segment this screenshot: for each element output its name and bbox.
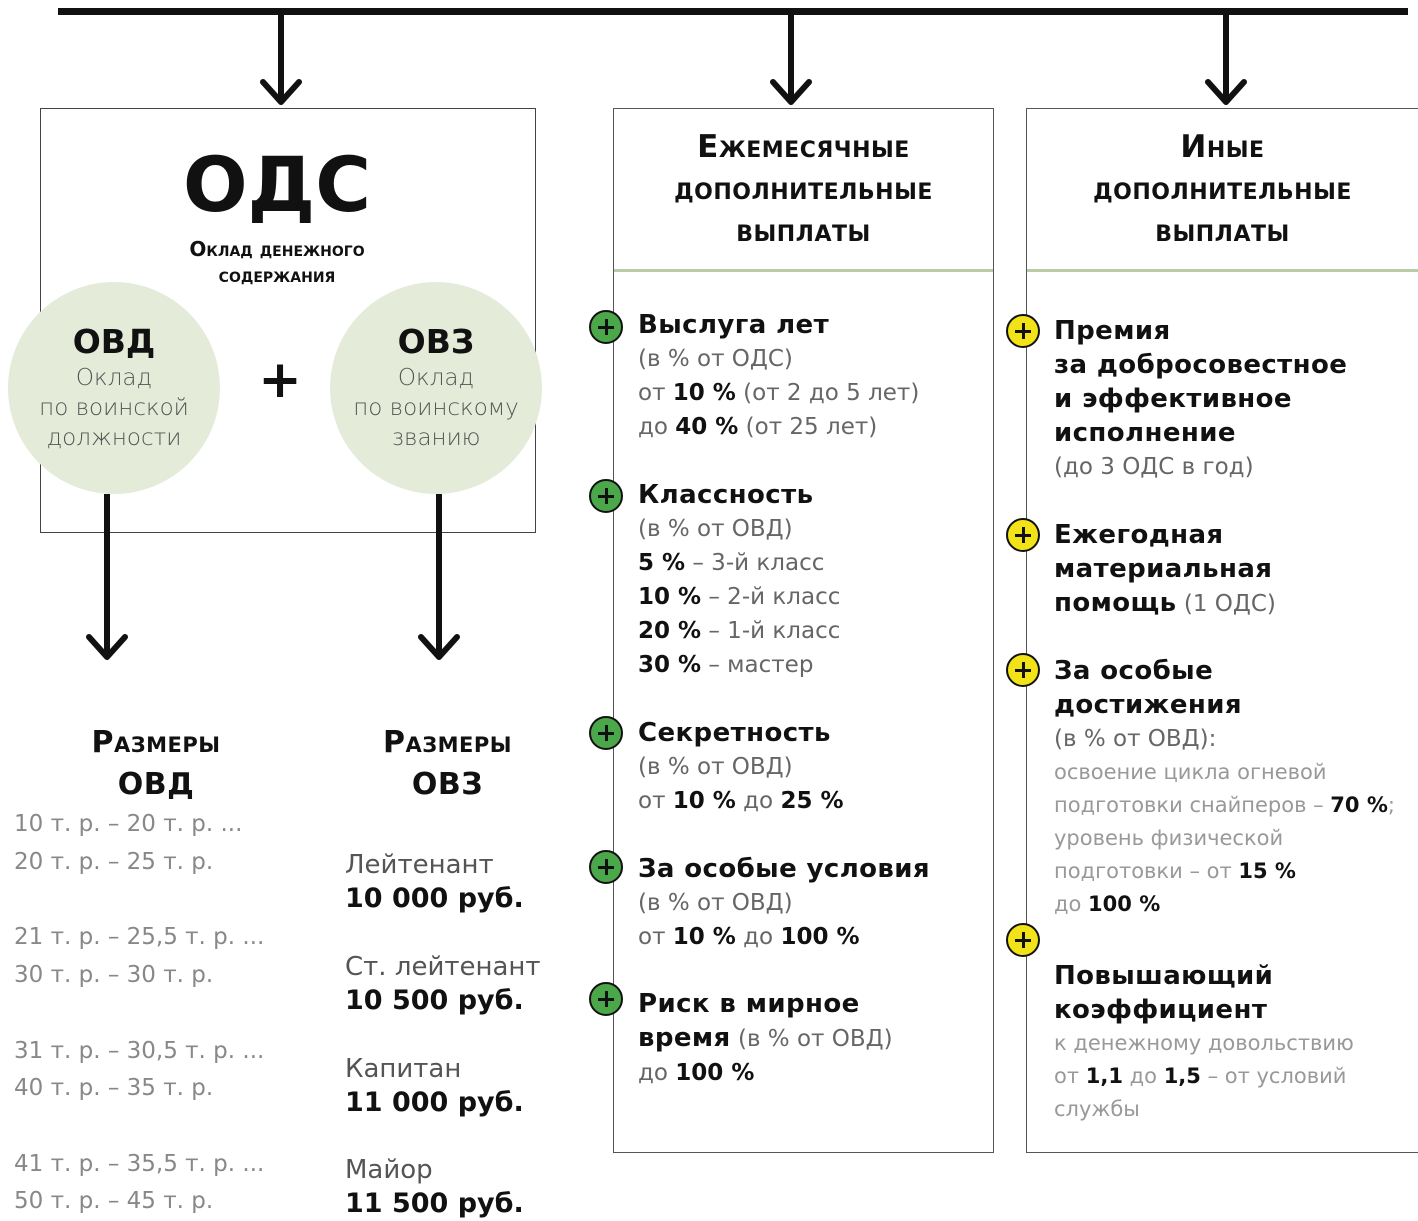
ods-title: ОДС	[182, 140, 372, 229]
rank-pay: 10 000 руб.	[345, 883, 524, 914]
rank-item: Капитан 11 000 руб.	[345, 1052, 524, 1120]
ovd-size-row: 40 т. р. – 35 т. р.	[14, 1075, 214, 1101]
ovd-line1: Оклад	[75, 365, 153, 391]
monthly-item-risk: Риск в мирное время (в % от ОВД) до 100 …	[638, 989, 893, 1086]
ovd-size-row: 10 т. р. – 20 т. р. ...	[14, 811, 243, 837]
ods-subtitle-line2: содержания	[218, 263, 336, 287]
ovd-title: ОВД	[72, 322, 156, 361]
plus-green-icon	[589, 479, 623, 513]
plus-yellow-icon	[1006, 653, 1040, 687]
rank-pay: 11 500 руб.	[345, 1188, 524, 1219]
monthly-item-special-conditions: За особые условия (в % от ОВД) от 10 % д…	[638, 854, 930, 950]
ovz-line2: по воинскому	[353, 395, 519, 421]
other-box: Иные дополнительные выплаты	[1026, 108, 1418, 1153]
plus-green-icon	[589, 982, 623, 1016]
plus-yellow-icon	[1006, 923, 1040, 957]
rank-name: Лейтенант	[345, 850, 494, 880]
ovz-line3: званию	[391, 425, 481, 451]
monthly-item-secrecy: Секретность (в % от ОВД) от 10 % до 25 %	[638, 718, 844, 814]
other-item-material-aid: Ежегодная материальная помощь (1 ОДС)	[1054, 520, 1276, 618]
rank-item: Майор 11 500 руб.	[345, 1153, 524, 1221]
plus-green-icon	[589, 716, 623, 750]
plus-green-icon	[589, 310, 623, 344]
ods-subtitle-line1: Оклад денежного	[189, 237, 365, 261]
plus-green-icon	[589, 850, 623, 884]
other-item-achievements: За особые достижения (в % от ОВД): освое…	[1054, 656, 1395, 916]
ovd-circle: ОВД Оклад по воинской должности	[8, 282, 220, 494]
connector-ods	[278, 12, 284, 98]
ovz-circle: ОВЗ Оклад по воинскому званию	[330, 282, 542, 494]
connector-ovz-down	[436, 494, 442, 654]
ovd-size-row: 50 т. р. – 45 т. р.	[14, 1188, 214, 1214]
connector-monthly	[788, 12, 794, 98]
sizes-ovd-heading: Размеры ОВД	[91, 725, 221, 802]
monthly-box: Ежемесячные дополнительные выплаты	[613, 108, 994, 1153]
rank-name: Майор	[345, 1155, 433, 1185]
rank-item: Лейтенант 10 000 руб.	[345, 848, 524, 916]
sizes-ovz-heading: Размеры ОВЗ	[382, 725, 513, 802]
ovz-title: ОВЗ	[397, 322, 475, 361]
ovd-size-row: 30 т. р. – 30 т. р.	[14, 962, 214, 988]
rank-name: Капитан	[345, 1054, 462, 1084]
ovd-size-row: 20 т. р. – 25 т. р.	[14, 849, 214, 875]
monthly-item-seniority: Выслуга лет (в % от ОДС) от 10 % (от 2 д…	[638, 310, 920, 440]
plus-sign: +	[258, 350, 302, 410]
ovd-line2: по воинской	[39, 395, 189, 421]
plus-yellow-icon	[1006, 314, 1040, 348]
other-item-bonus: Премия за добросовестное и эффективное и…	[1054, 316, 1348, 480]
rank-name: Ст. лейтенант	[345, 952, 541, 982]
ovd-size-row: 31 т. р. – 30,5 т. р. ...	[14, 1038, 265, 1064]
connector-other	[1223, 12, 1229, 98]
ovd-line3: должности	[46, 425, 182, 451]
monthly-item-class: Классность (в % от ОВД) 5 % – 3-й класс …	[638, 480, 841, 678]
top-connector-line	[58, 8, 1408, 15]
rank-item: Ст. лейтенант 10 500 руб.	[345, 950, 541, 1018]
other-heading: Иные дополнительные выплаты	[1027, 109, 1418, 272]
ovd-size-row: 41 т. р. – 35,5 т. р. ...	[14, 1151, 265, 1177]
plus-yellow-icon	[1006, 518, 1040, 552]
monthly-heading: Ежемесячные дополнительные выплаты	[614, 109, 993, 272]
ovz-line1: Оклад	[397, 365, 475, 391]
rank-pay: 10 500 руб.	[345, 985, 524, 1016]
other-item-coefficient: Повышающий коэффициент к денежному довол…	[1054, 961, 1354, 1121]
ovd-size-row: 21 т. р. – 25,5 т. р. ...	[14, 924, 265, 950]
connector-ovd-down	[104, 494, 110, 654]
rank-pay: 11 000 руб.	[345, 1087, 524, 1118]
